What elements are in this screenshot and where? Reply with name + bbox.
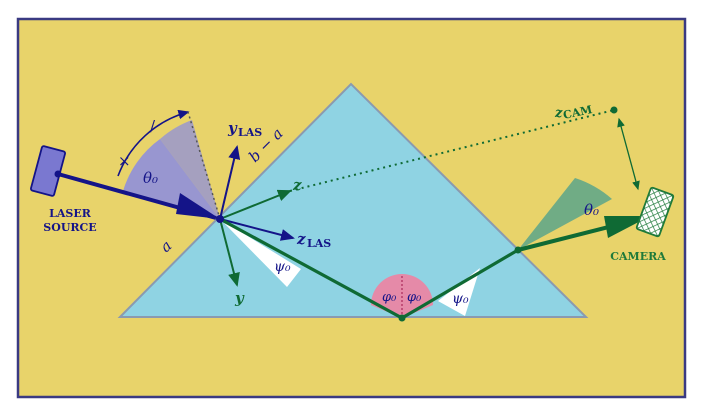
y-las-label: y: [227, 119, 238, 137]
prism: [117, 82, 589, 318]
z-cam-sub: CAM: [562, 103, 594, 122]
laser-arrowhead: [176, 193, 220, 219]
normal-dotted-left: [187, 111, 221, 220]
theta0-right-label: θ₀: [584, 201, 599, 219]
y-label: y: [234, 289, 245, 307]
y-las-axis: [219, 145, 241, 220]
y-axis: [219, 218, 240, 287]
cam-offset-arrow: [617, 117, 640, 191]
tick-dash-mark: /: [150, 117, 156, 135]
psi0-right-label: ψ₀: [452, 291, 469, 307]
laser-source-label-1: LASER: [49, 207, 92, 220]
z-las-sub: LAS: [307, 237, 331, 250]
theta0-left-wedge-2: [160, 120, 220, 219]
z-las-axis: [219, 218, 295, 241]
psi-left-triangle: [220, 219, 301, 287]
phi0-right-label: φ₀: [407, 290, 422, 305]
laser-source-label-2: SOURCE: [43, 221, 96, 234]
camera-label: CAMERA: [610, 250, 666, 263]
tick-x-mark: ×: [118, 152, 131, 170]
z-axis: [219, 189, 292, 220]
theta0-left-label: θ₀: [143, 169, 158, 187]
camera-icon: [635, 186, 675, 238]
theta0-right-wedge: [518, 178, 612, 250]
z-label: z: [292, 176, 302, 194]
z-cam-dotted: [289, 109, 615, 192]
theta0-left-wedge: [123, 139, 220, 219]
rotation-arc: [117, 109, 190, 177]
psi0-left-label: ψ₀: [274, 259, 291, 275]
y-las-sub: LAS: [238, 126, 262, 139]
phi0-left-label: φ₀: [382, 290, 397, 305]
z-las-label: z: [296, 230, 306, 248]
z-cam-point: [610, 106, 618, 114]
z-cam-label: z: [554, 106, 563, 121]
